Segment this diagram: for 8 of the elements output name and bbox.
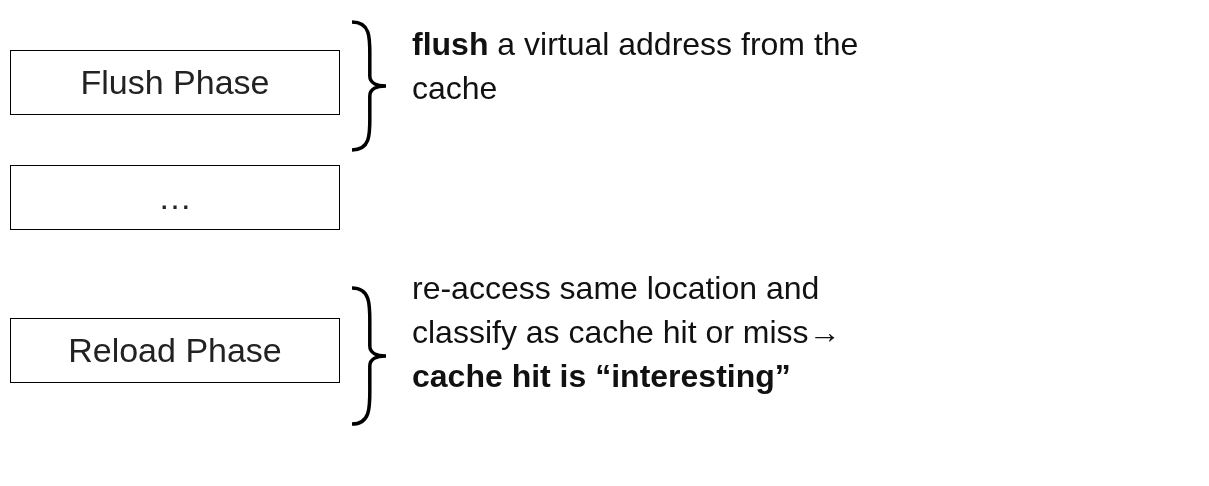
box-label: … [158, 178, 192, 217]
annotation-text: flush a virtual address from the cache [412, 25, 860, 109]
process-box [10, 165, 340, 230]
box-label: Flush Phase [80, 63, 270, 102]
process-box [10, 318, 340, 383]
process-box [10, 50, 340, 115]
annotation-text: re-access same location and classify as cache hit or miss→ cache hit is “interesting” [412, 269, 842, 397]
box-label: Reload Phase [68, 331, 282, 370]
